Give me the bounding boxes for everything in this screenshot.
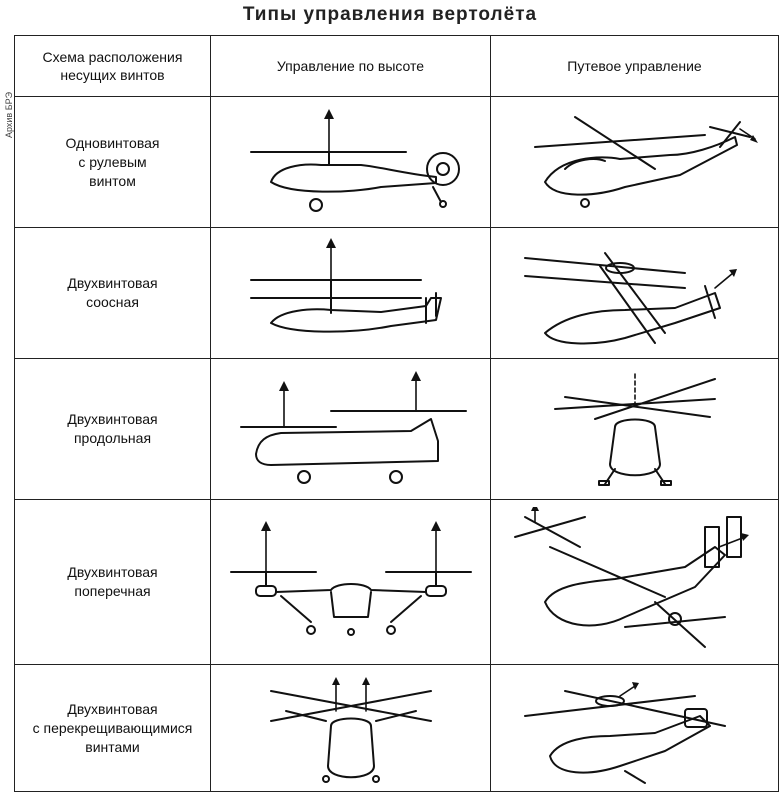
header-scheme: Схема расположения несущих винтов [14,35,211,97]
table-row: Двухвинтовая продольная [14,358,779,500]
heading-diagram [490,227,779,359]
scheme-name: Двухвинтовая продольная [14,358,211,500]
table-row: Двухвинтовая поперечная [14,499,779,665]
coaxial-side-view-icon [249,238,442,333]
altitude-diagram [210,227,491,359]
header-row: Схема расположения несущих винтов Управл… [14,35,779,97]
archive-note: Архив БРЭ [4,91,14,138]
altitude-diagram [210,358,491,500]
header-altitude-control: Управление по высоте [210,35,491,97]
altitude-diagram [210,499,491,665]
table-row: Одновинтовая с рулевым винтом [14,96,779,228]
intermeshing-perspective-icon [523,681,726,784]
single-rotor-side-view-icon [249,109,460,212]
single-rotor-perspective-icon [533,116,758,208]
heading-diagram [490,96,779,228]
altitude-diagram [210,96,491,228]
side-by-side-perspective-icon [513,507,749,648]
scheme-name: Двухвинтовая поперечная [14,499,211,665]
coaxial-perspective-icon [523,252,737,345]
tandem-side-view-icon [239,371,467,484]
scheme-name: Одновинтовая с рулевым винтом [14,96,211,228]
tandem-front-view-icon [553,373,716,486]
heading-diagram [490,358,779,500]
altitude-diagram [210,664,491,792]
heading-diagram [490,499,779,665]
helicopter-control-table: Схема расположения несущих винтов Управл… [14,35,779,792]
heading-diagram [490,664,779,792]
scheme-name: Двухвинтовая соосная [14,227,211,359]
scheme-name: Двухвинтовая с перекрещивающимися винтам… [14,664,211,792]
header-heading-control: Путевое управление [490,35,779,97]
intermeshing-front-view-icon [269,676,432,783]
table-row: Двухвинтовая соосная [14,227,779,359]
table-row: Двухвинтовая с перекрещивающимися винтам… [14,664,779,792]
side-by-side-front-view-icon [229,521,472,636]
page-title: Типы управления вертолёта [242,4,538,25]
